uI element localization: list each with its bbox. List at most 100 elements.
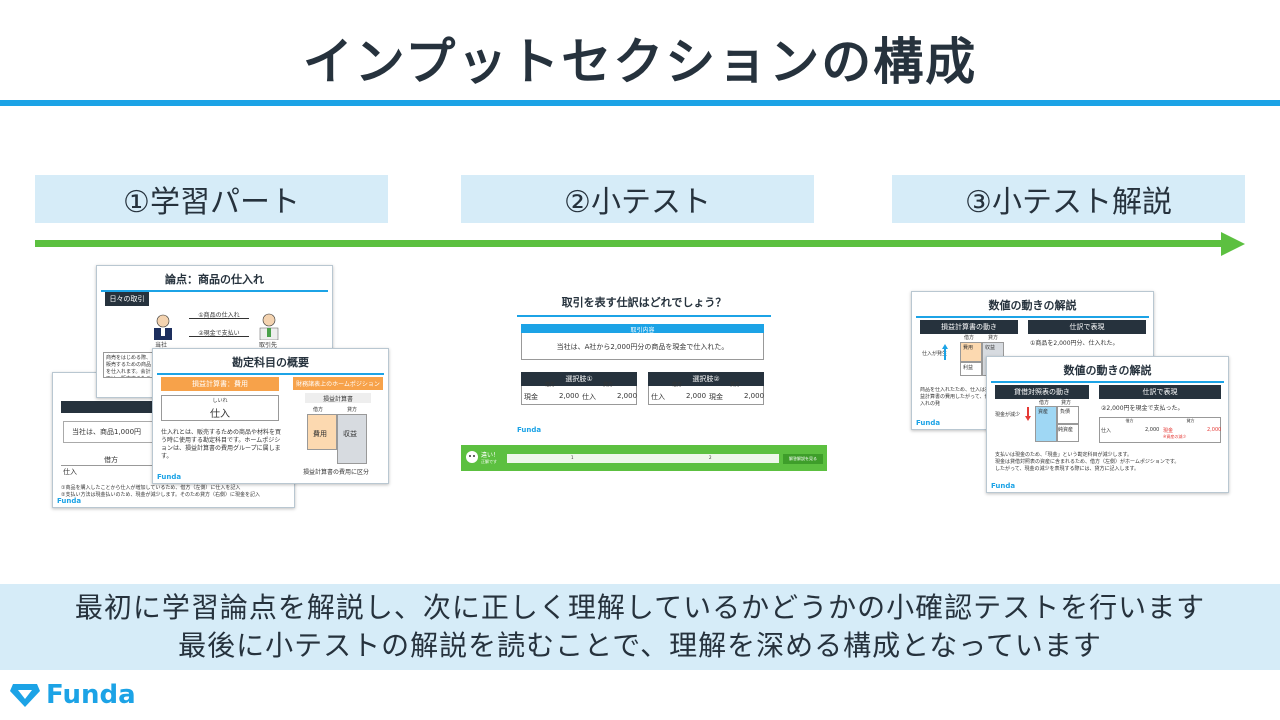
choice-1-debit-amount: 2,000 [559,392,580,400]
down-arrow-icon [1025,407,1031,421]
journal-tag: 仕訳で表現 [1028,320,1146,334]
classification-caption: 損益計算書の費用に区分 [303,469,370,476]
summary-band: 最初に学習論点を解説し、次に正しく理解しているかどうかの小確認テストを行います … [0,584,1280,670]
revenue-block: 収益 [985,345,996,351]
choice-2-debit: 借方 [671,382,682,388]
mini-funda-logo: Funda [57,497,82,505]
liability-block: 負債 [1060,409,1071,415]
step-test-label: ②小テスト [461,175,814,223]
answer-option-1: 1 [571,455,574,460]
journal-debit-header: 借方 [61,455,161,466]
choice-1-tag: 選択肢① [521,372,637,386]
learning-slide-account: 勘定科目の概要 損益計算書：費用 財務諸表上のホームポジション しいれ 仕入 仕… [152,348,389,484]
step-text: ①商品を2,000円分、仕入れた。 [1030,340,1119,347]
expense-block: 費用 [313,430,327,438]
flow-arrow-icon [35,232,1245,256]
row-credit-item: 現金 [1163,428,1174,434]
income-statement-head: 損益計算書 [322,396,353,403]
company-person-icon [154,314,172,340]
answer-option-2: 2 [709,455,712,460]
choice-2-debit-amount: 2,000 [686,392,707,400]
page-title: インプットセクションの構成 [302,33,978,91]
summary-line-2: 最後に小テストの解説を読むことで、理解を深める構成となっています [178,629,1102,662]
explanation-slide-balance: 数値の動きの解説 貸借対照表の動き 仕訳で表現 現金が減少 借方 貸方 資産 負… [986,356,1229,493]
journal-tag: 仕訳で表現 [1099,385,1221,399]
row-credit-header: 貸方 [1186,418,1195,423]
quiz-slide: 取引を表す仕訳はどれでしょう？ 取引内容 当社は、A社から2,000円分の商品を… [461,282,827,472]
slide-title: 勘定科目の概要 [232,356,309,369]
account-name: 仕入 [210,409,230,420]
row-credit-note: ※資産の減少 [1163,434,1187,439]
revenue-block: 収益 [343,430,357,438]
choice-1-debit: 借方 [544,382,555,388]
daily-transaction-tag: 日々の取引 [105,292,149,306]
choice-2-credit: 貸方 [729,382,740,388]
mini-funda-logo: Funda [517,426,542,434]
debit-label: 借方 [313,407,324,413]
row-debit-item: 仕入 [1101,428,1112,434]
account-ruby: しいれ [212,398,228,404]
balance-movement-tag: 貸借対照表の動き [995,385,1089,399]
slide-explanation: 商売をはじめる際、販売するための商品を仕入れます。会計では、販売するために商品を… [103,352,155,378]
expense-block: 費用 [963,345,974,351]
journal-note-1: ①商品を購入したことから仕入が増加しているため、借方（左側）に仕入を記入 [61,485,241,491]
diamond-icon [10,684,40,707]
arrow-purchase-label: ①商品の仕入れ [198,312,240,319]
profit-block: 利益 [963,365,974,371]
content-tag: 取引内容 [630,327,655,334]
supplier-label: 取引先 [259,342,278,349]
choice-1-credit: 貸方 [602,382,613,388]
explanation-line-2: 現金は貸借対照表の資産に含まれるため、借方（左側）がホームポジションです。 [995,459,1180,465]
row-credit-amount: 2,000 [1207,427,1222,433]
debit-label: 借方 [1039,400,1050,406]
home-position-tag: 財務諸表上のホームポジション [293,377,383,390]
summary-line-1: 最初に学習論点を解説し、次に正しく理解しているかどうかの小確認テストを行います [74,591,1206,624]
credit-label: 貸方 [988,335,999,341]
debit-label: 借方 [964,335,975,341]
funda-logo: Funda [10,680,136,710]
company-label: 当社 [155,342,168,349]
journal-item: 仕入 [63,468,77,476]
step-explanation-label: ③小テスト解説 [892,175,1245,223]
explanation-line-3: したがって、現金の減少を表現する際には、貸方に記入します。 [995,466,1140,472]
choice-2-debit-item: 仕入 [651,393,665,401]
account-description: 仕入れとは、販売するための商品や材料を買う時に使用する勘定科目です。ホームポジシ… [161,429,282,460]
result-text: 違い！ [481,452,500,459]
title-divider [0,100,1280,106]
mini-funda-logo: Funda [157,473,182,481]
arrow-payment-label: ②現金で支払い [198,330,240,337]
slide-explanation: 商品を仕入れたため、仕入は損益計算書の費用したがって、仕入れの発 [920,387,990,407]
up-arrow-icon [942,344,948,360]
mini-funda-logo: Funda [916,419,941,427]
equity-block: 純資産 [1058,427,1074,433]
purchase-occurred-label: 仕入が発生 [922,351,948,357]
choice-2-tag: 選択肢② [648,372,764,386]
income-movement-tag: 損益計算書の動き [920,320,1018,334]
credit-label: 貸方 [1061,400,1072,406]
choice-1-debit-item: 現金 [524,393,538,401]
slide-title: 論点：商品の仕入れ [165,273,264,286]
slide-title: 数値の動きの解説 [1063,364,1152,377]
category-tag: 損益計算書：費用 [161,377,279,391]
explanation-line-1: 支払いは現金のため、「現金」という勘定科目が減少します。 [995,452,1133,458]
choice-2-credit-amount: 2,000 [744,392,765,400]
result-face-icon [466,451,478,463]
supplier-person-icon [259,313,279,340]
credit-label: 貸方 [347,407,358,413]
quiz-title: 取引を表す仕訳はどれでしょう？ [561,296,727,309]
result-subtext: 正解です [481,459,497,464]
view-explanation-button[interactable]: 解答解説を見る [783,454,823,464]
row-debit-amount: 2,000 [1145,427,1160,433]
choice-2-credit-item: 現金 [709,393,723,401]
mini-funda-logo: Funda [991,482,1016,490]
slide-title: 数値の動きの解説 [988,299,1077,312]
journal-note-2: ②支払い方法は現金払いのため、現金が減少します。そのため貸方（右側）に現金を記入 [61,492,260,498]
brand-name: Funda [46,680,136,710]
step-text: ②2,000円を現金で支払った。 [1101,405,1184,412]
cash-decrease-label: 現金が減少 [995,412,1021,418]
step-learning-label: ①学習パート [35,175,388,223]
choice-1-credit-item: 仕入 [582,393,596,401]
asset-block: 資産 [1038,409,1049,415]
row-debit-header: 借方 [1125,418,1134,423]
choice-1-credit-amount: 2,000 [617,392,638,400]
